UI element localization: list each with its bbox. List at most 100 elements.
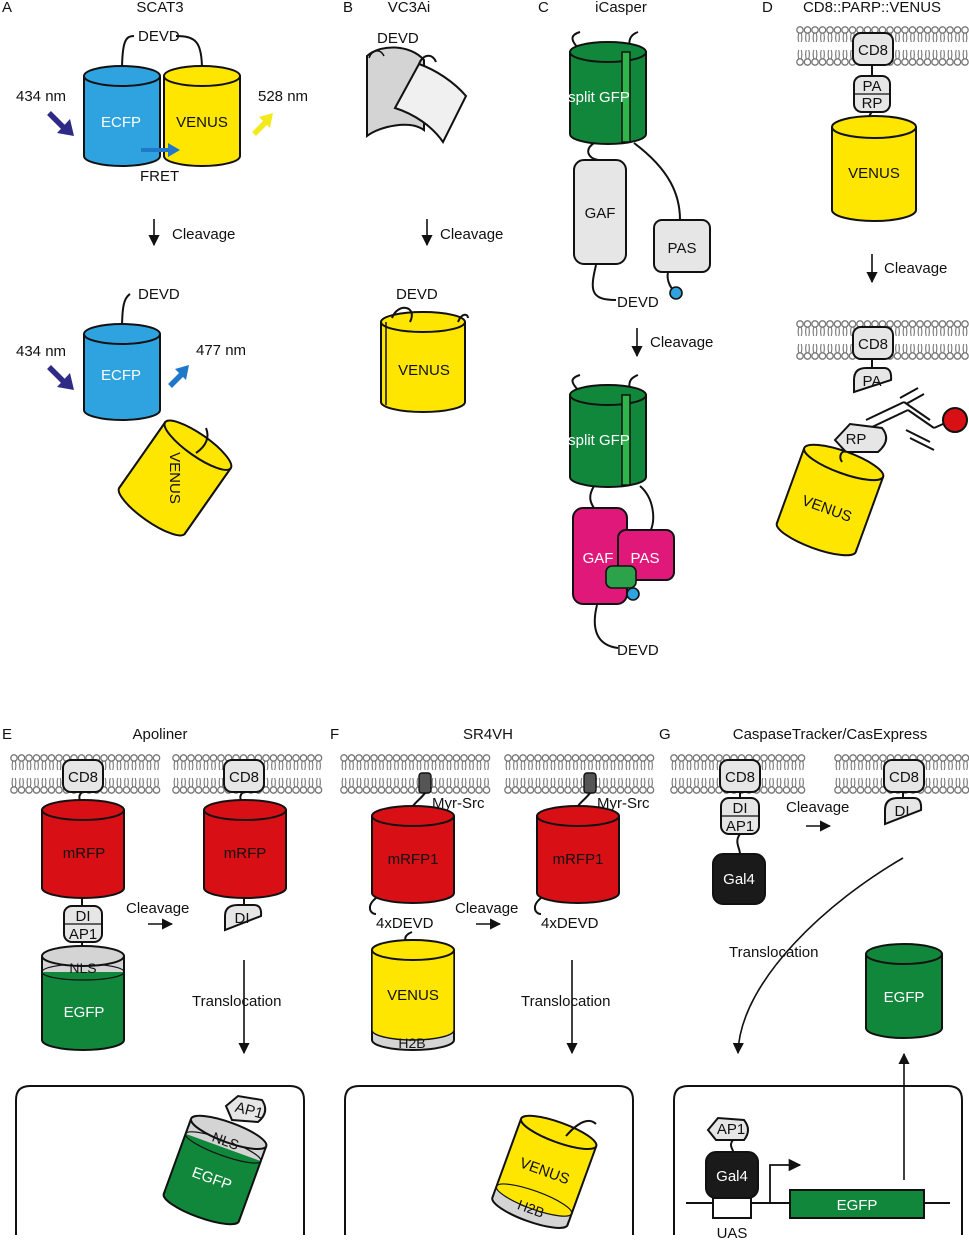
panel-letter-d: D bbox=[762, 0, 773, 16]
lipid-head bbox=[392, 777, 401, 794]
venus-label: VENUS bbox=[176, 114, 228, 131]
lipid-head bbox=[938, 26, 947, 43]
lipid-head bbox=[130, 754, 138, 771]
lipid-head bbox=[954, 754, 962, 771]
lipid-head bbox=[32, 777, 41, 794]
lipid-head bbox=[961, 26, 969, 43]
lipid-head bbox=[347, 754, 356, 771]
lipid-head bbox=[137, 777, 146, 794]
lipid-head bbox=[145, 777, 153, 794]
lipid-head bbox=[834, 777, 842, 794]
lipid-head bbox=[849, 777, 857, 794]
lipid-head bbox=[685, 754, 693, 771]
lipid-head bbox=[646, 777, 655, 794]
lipid-head bbox=[631, 777, 640, 794]
panel-title-caspasetracker: CaspaseTracker/CasExpress bbox=[733, 726, 928, 743]
lipid-head bbox=[796, 320, 804, 337]
lipid-head bbox=[760, 754, 768, 771]
gaf-domain bbox=[573, 159, 627, 265]
lipid-head bbox=[284, 777, 293, 794]
lipid-head bbox=[564, 754, 572, 771]
nucleus-outline bbox=[673, 1085, 963, 1235]
lipid-head bbox=[856, 777, 865, 794]
cd8-label: CD8 bbox=[889, 769, 919, 786]
split-gfp-label: split GFP bbox=[568, 89, 630, 106]
lipid-head bbox=[811, 49, 819, 66]
lipid-head bbox=[314, 777, 323, 794]
lipid-head bbox=[790, 754, 798, 771]
panel-c: C iCasper split GFP GAF PAS DEVD Cleavag… bbox=[538, 0, 713, 659]
lipid-head bbox=[946, 777, 955, 794]
lipid-head bbox=[609, 754, 617, 771]
lipid-head bbox=[796, 26, 804, 43]
split-gfp-cylinder bbox=[569, 384, 647, 488]
lipid-head bbox=[893, 343, 902, 360]
lipid-head bbox=[871, 754, 880, 771]
lipid-head bbox=[452, 777, 461, 794]
lipid-head bbox=[519, 754, 527, 771]
panel-letter-g: G bbox=[659, 726, 671, 743]
mrfp-label: mRFP bbox=[224, 845, 267, 862]
devd-label: DEVD bbox=[617, 294, 659, 311]
pas-domain bbox=[653, 219, 711, 273]
ap1-fragment bbox=[224, 1094, 267, 1124]
lipid-head bbox=[931, 49, 939, 66]
cleavage-label: Cleavage bbox=[884, 260, 947, 277]
lipid-head bbox=[893, 320, 902, 337]
linker-line bbox=[175, 35, 203, 71]
lipid-head bbox=[385, 777, 393, 794]
lipid-head bbox=[803, 343, 812, 360]
lipid-head bbox=[40, 754, 48, 771]
lipid-head bbox=[931, 343, 939, 360]
venus-barrel bbox=[380, 307, 469, 413]
gaf-label: GAF bbox=[583, 550, 614, 567]
lipid-head bbox=[541, 754, 550, 771]
linker-line bbox=[589, 485, 595, 509]
lipid-head bbox=[115, 777, 123, 794]
lipid-head bbox=[692, 777, 701, 794]
lipid-head bbox=[55, 777, 63, 794]
lipid-head bbox=[362, 777, 371, 794]
lipid-head bbox=[916, 320, 924, 337]
lipid-head bbox=[946, 320, 954, 337]
nucleus-outline bbox=[15, 1085, 305, 1235]
lipid-head bbox=[841, 777, 850, 794]
fret-label: FRET bbox=[140, 168, 179, 185]
egfp-label: EGFP bbox=[884, 989, 925, 1006]
lipid-head bbox=[924, 777, 932, 794]
panel-title-apoliner: Apoliner bbox=[132, 726, 187, 743]
gal4-box bbox=[712, 853, 766, 905]
lipid-head bbox=[601, 754, 610, 771]
devd-label: DEVD bbox=[138, 28, 180, 45]
lipid-head bbox=[893, 26, 902, 43]
cd8-label: CD8 bbox=[725, 769, 755, 786]
lipid-head bbox=[639, 777, 647, 794]
lipid-head bbox=[430, 777, 438, 794]
cd8-label: CD8 bbox=[858, 336, 888, 353]
panel-d: D CD8::PARP::VENUS CD8 PA RP VENUS Cleav… bbox=[762, 0, 969, 557]
lipid-head bbox=[931, 754, 940, 771]
lipid-head bbox=[856, 754, 865, 771]
lipid-head bbox=[931, 320, 939, 337]
lipid-head bbox=[760, 777, 768, 794]
panel-g: G CaspaseTracker/CasExpress CD8 DI AP1 G… bbox=[659, 726, 969, 1242]
lipid-head bbox=[556, 754, 565, 771]
lipid-head bbox=[624, 754, 632, 771]
lipid-head bbox=[946, 754, 955, 771]
venus-cylinder: VENUS bbox=[117, 419, 233, 537]
lipid-head bbox=[616, 777, 625, 794]
lipid-head bbox=[841, 754, 850, 771]
di-fragment bbox=[224, 904, 263, 932]
translocation-label: Translocation bbox=[192, 993, 282, 1010]
venus-h2b-cylinder bbox=[371, 939, 455, 1051]
lipid-head bbox=[601, 777, 610, 794]
venus-h2b-cylinder: VENUS H2B bbox=[491, 1114, 598, 1229]
lipid-head bbox=[826, 343, 834, 360]
lipid-head bbox=[130, 777, 138, 794]
egfp-cylinder: NLS EGFP bbox=[162, 1114, 268, 1226]
lipid-head bbox=[677, 754, 686, 771]
lipid-head bbox=[849, 754, 857, 771]
lipid-head bbox=[407, 777, 416, 794]
myr-src-label: Myr-Src bbox=[432, 795, 485, 812]
fluorescent-label-dot bbox=[942, 407, 968, 433]
